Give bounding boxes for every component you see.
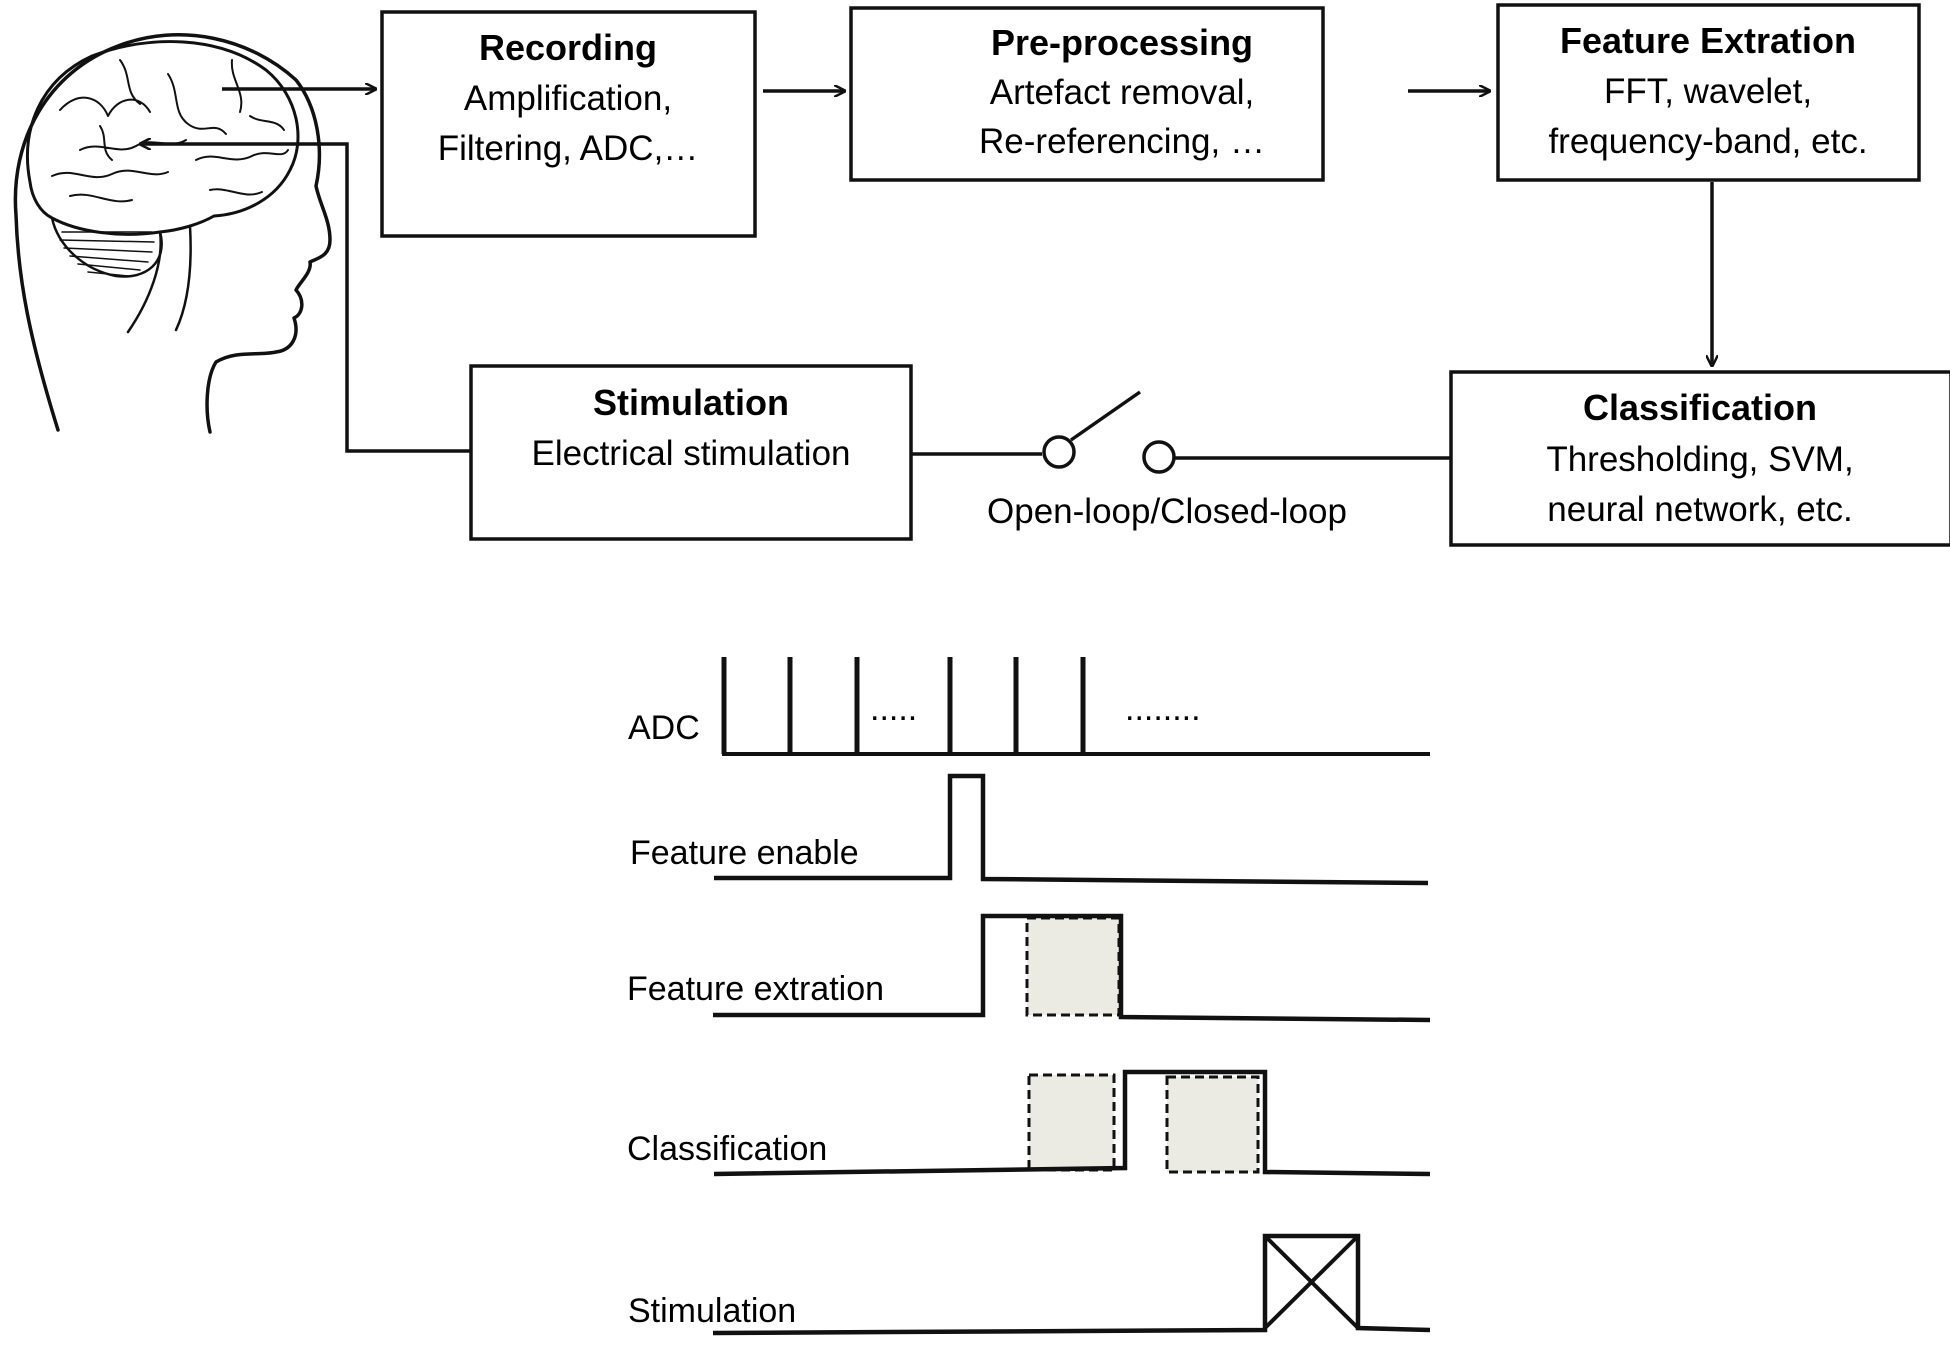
classification-signal-label: Classification — [627, 1130, 827, 1168]
recording-title: Recording — [479, 27, 657, 68]
preprocessing-line-1: Artefact removal, — [990, 73, 1255, 112]
adc-ellipsis-2: ........ — [1125, 690, 1201, 728]
head-brain-illustration — [13, 33, 332, 434]
feature-extraction-waveform — [713, 913, 1431, 1023]
classification-waveform — [713, 1069, 1431, 1177]
classification-line-1: Thresholding, SVM, — [1546, 440, 1853, 479]
stimulation-box: Stimulation Electrical stimulation — [469, 364, 913, 541]
pipeline-connectors — [140, 89, 1712, 460]
brain-folds — [51, 59, 289, 203]
feature-extraction-line-2: frequency-band, etc. — [1548, 122, 1867, 161]
head-profile — [13, 33, 332, 434]
recording-line-1: Amplification, — [464, 79, 672, 118]
adc-label: ADC — [628, 709, 700, 747]
feature-enable-label: Feature enable — [630, 834, 859, 872]
recording-line-2: Filtering, ADC,… — [438, 129, 699, 168]
adc-pulses — [721, 657, 1086, 754]
switch-contact-left — [1042, 435, 1076, 469]
feature-enable-waveform — [714, 773, 1429, 886]
feature-extraction-line-1: FFT, wavelet, — [1604, 72, 1812, 111]
wire-stimulation-to-brain — [140, 144, 471, 453]
brain-outline — [26, 40, 300, 236]
preprocessing-box: Pre-processing Artefact removal, Re-refe… — [849, 6, 1325, 182]
brainstem — [126, 224, 192, 334]
switch-label: Open-loop/Closed-loop — [987, 492, 1347, 531]
preprocessing-title: Pre-processing — [991, 22, 1253, 63]
classification-box: Classification Thresholding, SVM, neural… — [1449, 370, 1950, 547]
preprocessing-line-2: Re-referencing, … — [979, 122, 1265, 161]
stimulation-signal-label: Stimulation — [628, 1292, 796, 1330]
adc-ellipsis-1: ..... — [870, 690, 917, 728]
switch-contact-right — [1142, 440, 1176, 474]
stimulation-waveform — [712, 1233, 1431, 1336]
timing-diagram: ADC ..... ........ Feature enable Featur… — [627, 657, 1431, 1336]
feature-extraction-process-block — [1025, 916, 1121, 1017]
feature-extraction-title: Feature Extration — [1560, 20, 1856, 61]
cerebellum — [50, 216, 163, 278]
classification-process-block-1 — [1027, 1073, 1116, 1172]
classification-process-block-2 — [1165, 1075, 1260, 1174]
switch-lever — [1070, 390, 1141, 442]
recording-box: Recording Amplification, Filtering, ADC,… — [380, 10, 757, 238]
stimulation-pulse-cross — [1263, 1234, 1360, 1330]
feature-extraction-label: Feature extration — [627, 970, 884, 1008]
stimulation-title: Stimulation — [593, 382, 789, 423]
stimulation-line-1: Electrical stimulation — [532, 434, 851, 473]
classification-line-2: neural network, etc. — [1547, 490, 1852, 529]
classification-title: Classification — [1583, 387, 1817, 428]
feature-extraction-box: Feature Extration FFT, wavelet, frequenc… — [1496, 3, 1921, 182]
